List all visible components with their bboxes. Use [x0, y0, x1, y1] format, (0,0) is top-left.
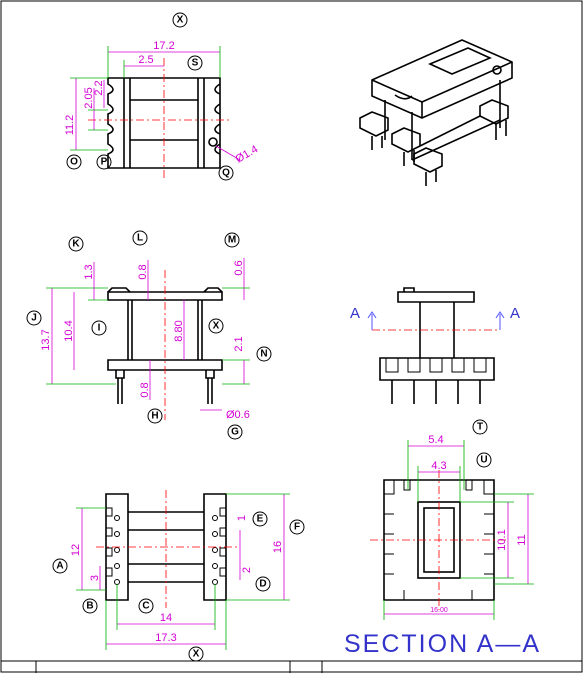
svg-text:1.3: 1.3: [83, 264, 95, 279]
label-l: L: [137, 233, 143, 244]
side-view: K L M 13.7 10.4 1.3 0.8 8.80 0.6 2.1 0.8: [26, 230, 272, 440]
svg-text:12: 12: [70, 544, 82, 556]
svg-text:16: 16: [272, 541, 284, 553]
label-q: Q: [222, 168, 230, 179]
svg-text:8.80: 8.80: [173, 320, 185, 341]
svg-text:2.5: 2.5: [138, 54, 153, 66]
label-d: D: [259, 579, 266, 590]
svg-text:17.3: 17.3: [155, 632, 176, 644]
svg-text:11: 11: [516, 534, 528, 545]
svg-text:2: 2: [241, 567, 253, 573]
bottom-view: 12 3 14 17.3 16 1 2 E F D A B C X: [52, 490, 305, 662]
top-view: X 17.2 2.5 S 11.2 2.05 2.2 Ø1.4 O P Q: [64, 12, 261, 181]
svg-text:Ø0.6: Ø0.6: [226, 409, 250, 421]
section-marker-left: A: [350, 305, 360, 322]
label-f: F: [294, 522, 300, 533]
label-j: J: [31, 313, 37, 324]
label-s: S: [192, 58, 199, 69]
svg-text:4.3: 4.3: [431, 460, 446, 472]
svg-text:0.8: 0.8: [137, 264, 149, 279]
section-title: SECTION A—A: [344, 630, 541, 658]
label-m: M: [228, 235, 236, 246]
svg-text:13.7: 13.7: [40, 329, 52, 350]
label-e: E: [257, 514, 264, 525]
svg-text:0.8: 0.8: [139, 382, 151, 397]
svg-text:2.2: 2.2: [93, 80, 105, 95]
label-i: I: [98, 323, 101, 334]
section-marker-right: A: [510, 305, 520, 322]
isometric-view: [359, 39, 513, 186]
label-x-side: X: [213, 321, 220, 332]
svg-text:5.4: 5.4: [428, 434, 443, 446]
label-p: P: [101, 157, 108, 168]
front-view: A A: [350, 287, 520, 404]
svg-text:2.1: 2.1: [233, 336, 245, 351]
label-h: H: [151, 411, 158, 422]
label-n: N: [260, 349, 267, 360]
svg-text:2.05: 2.05: [83, 87, 95, 108]
svg-text:1: 1: [236, 515, 248, 521]
label-b: B: [86, 601, 93, 612]
svg-text:11.2: 11.2: [64, 115, 76, 136]
label-u: U: [480, 455, 487, 466]
label-k: K: [72, 239, 80, 250]
svg-text:0.6: 0.6: [233, 260, 245, 275]
svg-text:17.2: 17.2: [153, 40, 174, 52]
svg-text:3: 3: [89, 575, 101, 581]
svg-text:Ø1.4: Ø1.4: [234, 143, 261, 165]
label-x-bottom: X: [193, 649, 200, 660]
label-o: O: [70, 157, 78, 168]
label-c: C: [142, 601, 149, 612]
label-a: A: [56, 561, 63, 572]
label-g: G: [231, 427, 239, 438]
svg-text:10.1: 10.1: [496, 529, 508, 550]
section-view: T U 5.4 4.3 10.1 11 16.00 SECTION A—A: [344, 419, 541, 658]
label-x-top: X: [177, 15, 184, 26]
svg-text:14: 14: [160, 612, 172, 624]
svg-text:10.4: 10.4: [63, 320, 75, 341]
svg-text:16.00: 16.00: [430, 607, 448, 614]
label-t: T: [477, 422, 483, 433]
